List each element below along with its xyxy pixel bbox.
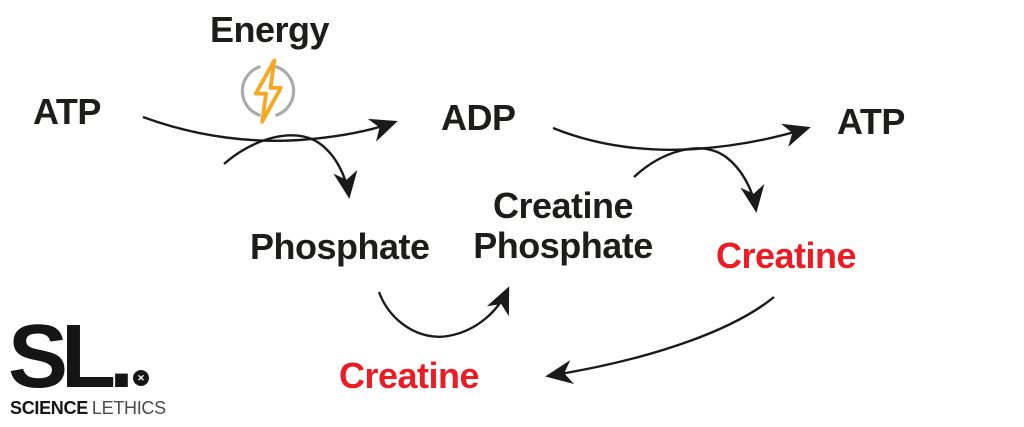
label-phosphate: Phosphate <box>250 226 430 267</box>
label-atp-right: ATP <box>837 101 905 142</box>
label-adp: ADP <box>441 97 516 138</box>
energy-bolt-icon <box>236 56 300 126</box>
arrow-phosphate-to-creatine-phosphate <box>377 286 510 338</box>
label-creatine-phosphate-line1: Creatine <box>492 185 634 226</box>
lightning-bolt-glyph <box>253 58 283 124</box>
logo-mark-icon: ✕ <box>133 370 149 386</box>
label-creatine-phosphate: Creatine Phosphate <box>448 186 678 266</box>
arrow-creatine-release <box>633 147 765 213</box>
logo-tagline-lethics: LETHICS <box>91 398 166 418</box>
label-atp-left: ATP <box>33 91 101 132</box>
arrow-phosphate-release <box>223 134 358 199</box>
logo-wordmark: SL. <box>8 307 134 407</box>
arrow-creatine-recycle <box>545 296 775 385</box>
arrow-adp-to-atp <box>552 123 811 151</box>
bolt-ring-right-arc <box>275 65 296 117</box>
label-energy: Energy <box>210 9 330 50</box>
bolt-ring-left-arc <box>240 65 261 117</box>
label-creatine-phosphate-line2: Phosphate <box>473 225 653 266</box>
arrow-atp-to-adp <box>142 115 398 142</box>
label-creatine-right: Creatine <box>716 235 857 276</box>
label-creatine-bottom: Creatine <box>339 355 480 396</box>
logo-tagline-science: SCIENCE <box>10 398 88 418</box>
